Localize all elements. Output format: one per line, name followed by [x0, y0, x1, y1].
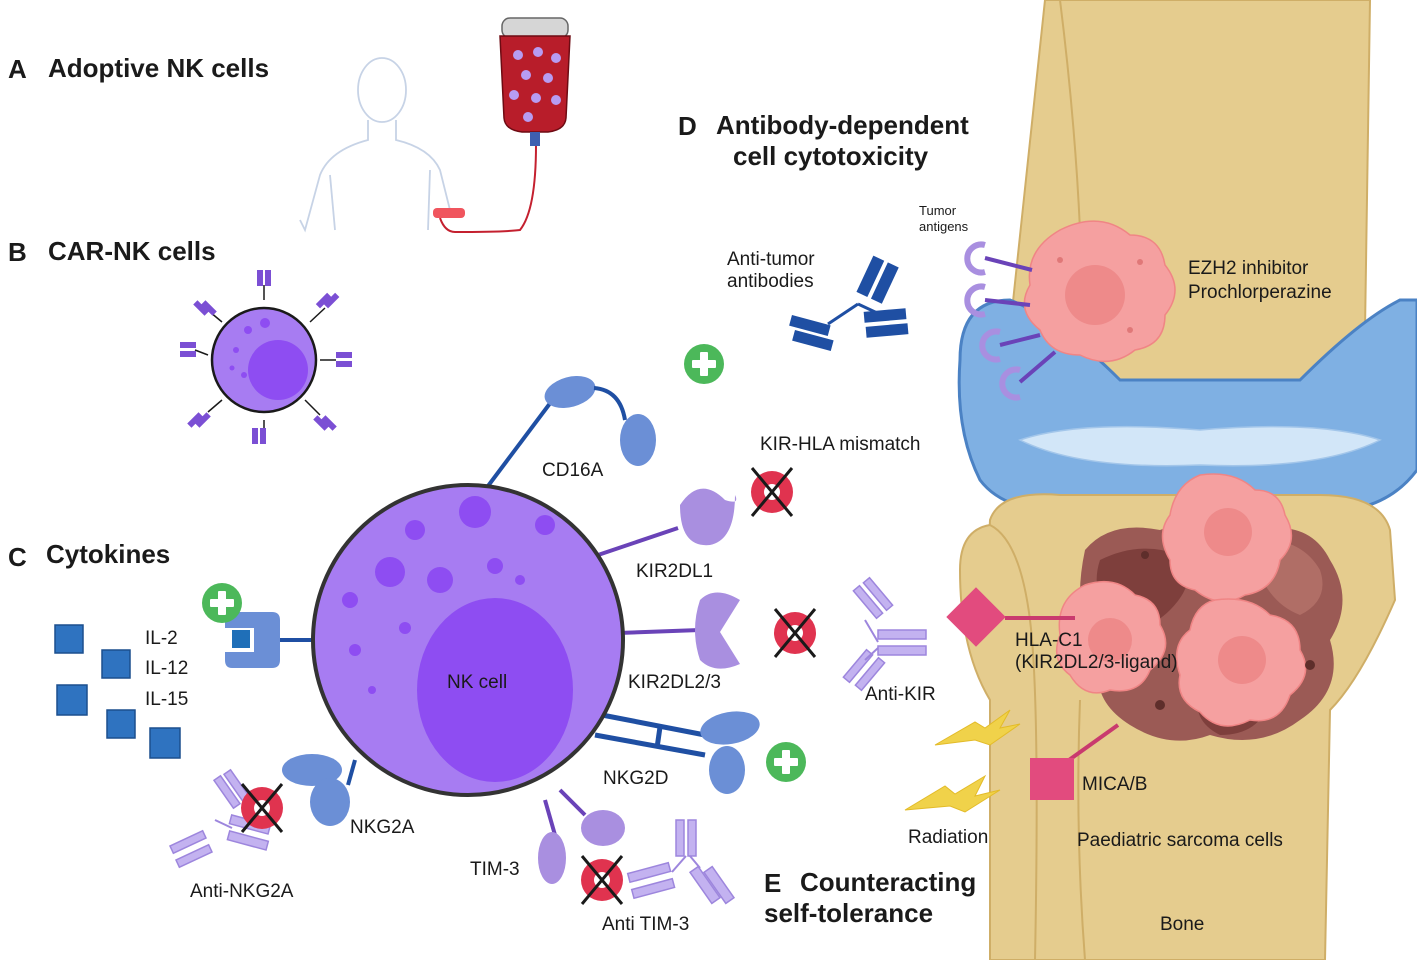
radiation-label: Radiation	[908, 827, 988, 848]
anti-nkg2a-label: Anti-NKG2A	[190, 881, 294, 902]
section-d-letter: D	[678, 111, 697, 141]
block-icon	[772, 607, 818, 659]
block-icon	[579, 854, 625, 906]
anti-tim3-label: Anti TIM-3	[602, 914, 689, 935]
section-d-title-line2: cell cytotoxicity	[733, 141, 929, 171]
mica-b-label: MICA/B	[1082, 774, 1147, 795]
ezh2-inhibitor-label: EZH2 inhibitor	[1188, 258, 1309, 279]
kir2dl23-label: KIR2DL2/3	[628, 672, 721, 693]
blood-bag-icon	[499, 17, 571, 146]
knee-bone-illustration	[957, 0, 1417, 960]
paediatric-sarcoma-label: Paediatric sarcoma cells	[1077, 830, 1283, 851]
tumor-antigens-label-line2: antigens	[919, 219, 969, 234]
tim3-label: TIM-3	[470, 859, 520, 880]
kir-hla-mismatch-label: KIR-HLA mismatch	[760, 434, 920, 455]
section-e-title-line2: self-tolerance	[764, 898, 933, 928]
antibody-icon	[789, 255, 909, 351]
anti-kir-label: Anti-KIR	[865, 684, 936, 705]
hla-c1-label-line1: HLA-C1	[1015, 630, 1083, 651]
plus-icon	[766, 742, 806, 782]
anti-tumor-antibodies-line2: antibodies	[727, 271, 814, 292]
section-b-title: CAR-NK cells	[48, 236, 216, 266]
prochlorperazine-label: Prochlorperazine	[1188, 282, 1332, 303]
section-a-letter: A	[8, 54, 27, 84]
nkg2d-label: NKG2D	[603, 768, 668, 789]
hla-c1-label-line2: (KIR2DL2/3-ligand)	[1015, 652, 1178, 673]
bone-label: Bone	[1160, 914, 1204, 935]
nk-cell	[311, 483, 625, 797]
plus-icon	[202, 583, 242, 623]
hla-c1-ligand	[946, 587, 1075, 647]
cd16a-label: CD16A	[542, 460, 604, 481]
anti-kir-antibody	[842, 576, 927, 692]
plus-icon	[684, 344, 724, 384]
il12-label: IL-12	[145, 658, 188, 679]
nk-cell-label: NK cell	[447, 672, 507, 693]
section-e-title-line1: Counteracting	[800, 867, 976, 897]
tumor-cell-adcc	[964, 220, 1176, 401]
section-c-title: Cytokines	[46, 539, 170, 569]
tumor-mass	[1055, 473, 1343, 741]
block-icon	[749, 466, 795, 518]
nkg2a-label: NKG2A	[350, 817, 415, 838]
section-c-letter: C	[8, 542, 27, 572]
anti-tim3-antibody	[626, 819, 736, 905]
lightning-icon	[904, 709, 1021, 813]
car-nk-cell	[180, 270, 352, 444]
il2-label: IL-2	[145, 628, 178, 649]
iv-line	[433, 144, 537, 234]
il15-label: IL-15	[145, 689, 188, 710]
mica-b-ligand	[1030, 723, 1120, 800]
section-a-title: Adoptive NK cells	[48, 53, 269, 83]
nk-receptors	[225, 376, 760, 884]
anti-tumor-antibodies-line1: Anti-tumor	[727, 249, 815, 270]
section-d-title-line1: Antibody-dependent	[716, 110, 969, 140]
kir2dl1-label: KIR2DL1	[636, 561, 713, 582]
human-silhouette-icon	[299, 57, 451, 233]
tumor-antigens-label-line1: Tumor	[919, 203, 957, 218]
cytokine-molecules	[54, 624, 181, 759]
section-e-letter: E	[764, 868, 781, 898]
section-b-letter: B	[8, 237, 27, 267]
block-icon	[239, 782, 285, 834]
